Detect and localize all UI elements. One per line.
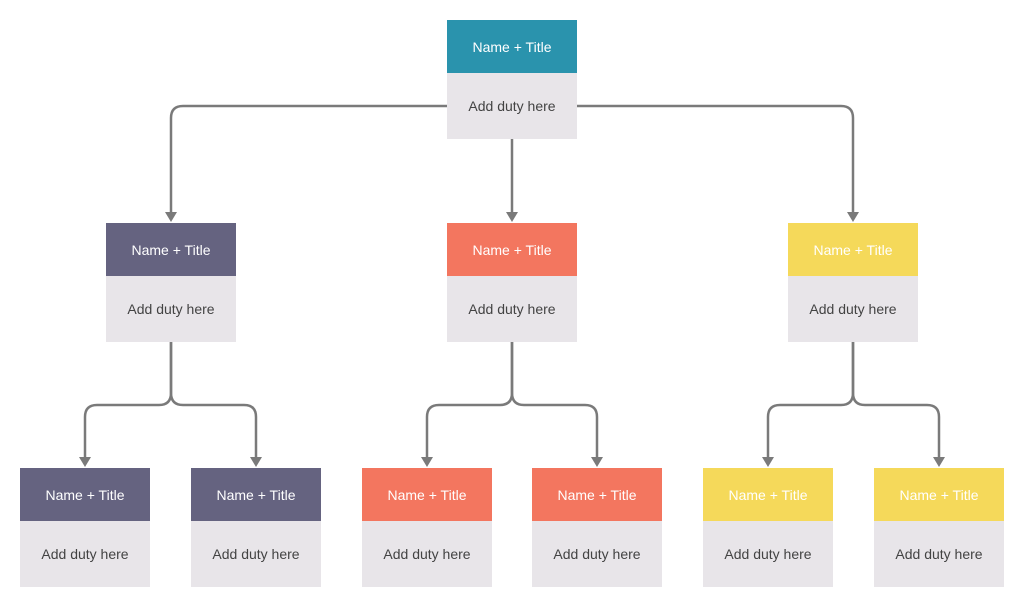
node-title: Name + Title — [532, 468, 662, 521]
connector-l1-a-l2-a1 — [83, 342, 173, 458]
node-level2-4[interactable]: Name + Title Add duty here — [532, 468, 662, 587]
node-title: Name + Title — [447, 20, 577, 73]
node-duty: Add duty here — [106, 276, 236, 342]
arrowhead-icon — [933, 457, 945, 467]
node-duty: Add duty here — [191, 521, 321, 587]
node-title: Name + Title — [788, 223, 918, 276]
node-level1-center[interactable]: Name + Title Add duty here — [447, 223, 577, 342]
node-title: Name + Title — [106, 223, 236, 276]
connector-l1-c-l2-c1 — [766, 342, 855, 458]
arrowhead-icon — [847, 212, 859, 222]
connector-root-l1-a — [169, 104, 447, 213]
arrowhead-icon — [165, 212, 177, 222]
node-duty: Add duty here — [532, 521, 662, 587]
node-root[interactable]: Name + Title Add duty here — [447, 20, 577, 139]
arrowhead-icon — [591, 457, 603, 467]
connector-l1-b-l2-b1 — [425, 342, 514, 458]
node-duty: Add duty here — [703, 521, 833, 587]
connector-l1-b-l2-b2 — [510, 342, 599, 458]
node-level2-5[interactable]: Name + Title Add duty here — [703, 468, 833, 587]
node-duty: Add duty here — [788, 276, 918, 342]
node-level2-6[interactable]: Name + Title Add duty here — [874, 468, 1004, 587]
node-level1-left[interactable]: Name + Title Add duty here — [106, 223, 236, 342]
node-title: Name + Title — [874, 468, 1004, 521]
arrowhead-icon — [506, 212, 518, 222]
connector-l1-a-l2-a2 — [169, 342, 258, 458]
arrowhead-icon — [421, 457, 433, 467]
node-level2-3[interactable]: Name + Title Add duty here — [362, 468, 492, 587]
node-duty: Add duty here — [20, 521, 150, 587]
arrowhead-icon — [250, 457, 262, 467]
node-title: Name + Title — [703, 468, 833, 521]
node-title: Name + Title — [20, 468, 150, 521]
node-duty: Add duty here — [362, 521, 492, 587]
arrowhead-icon — [79, 457, 91, 467]
node-level1-right[interactable]: Name + Title Add duty here — [788, 223, 918, 342]
node-level2-2[interactable]: Name + Title Add duty here — [191, 468, 321, 587]
node-duty: Add duty here — [447, 73, 577, 139]
node-duty: Add duty here — [447, 276, 577, 342]
node-title: Name + Title — [191, 468, 321, 521]
connector-l1-c-l2-c2 — [851, 342, 941, 458]
arrowhead-icon — [762, 457, 774, 467]
node-duty: Add duty here — [874, 521, 1004, 587]
node-title: Name + Title — [447, 223, 577, 276]
connector-root-l1-c — [577, 104, 855, 213]
node-level2-1[interactable]: Name + Title Add duty here — [20, 468, 150, 587]
node-title: Name + Title — [362, 468, 492, 521]
